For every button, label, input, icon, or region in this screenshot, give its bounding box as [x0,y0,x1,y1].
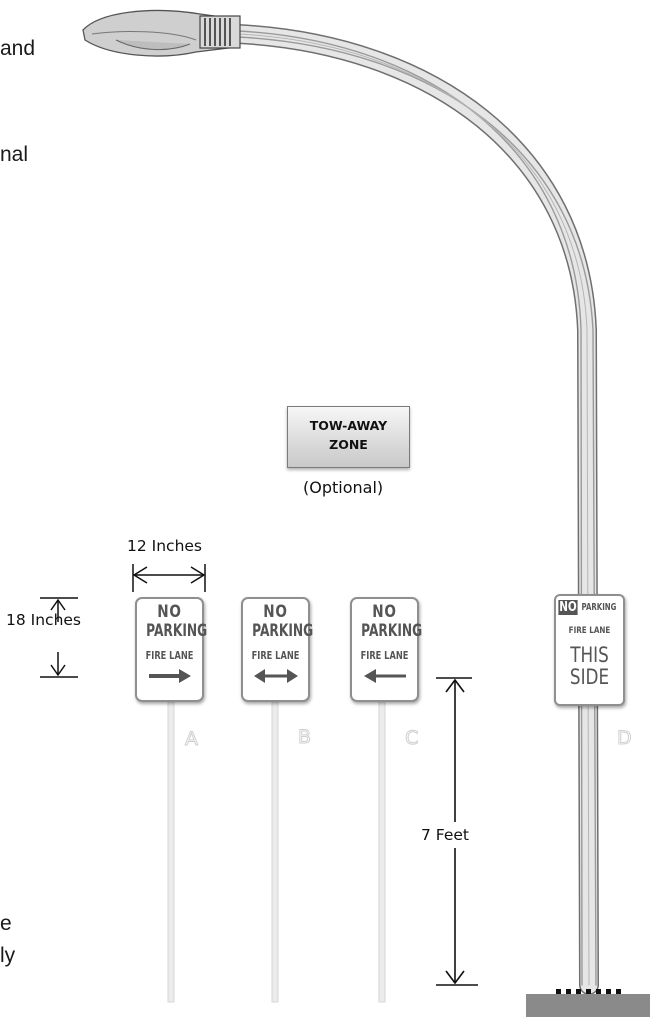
side-text-fragment: ly [0,944,16,967]
height-label: 18 Inches [6,611,82,629]
sign-d: NO PARKING FIRE LANE THIS SIDE [554,594,625,706]
sign-text-parking: PARKING [361,621,423,641]
sign-text-fire-lane: FIRE LANE [251,649,300,662]
tow-away-line1: TOW-AWAY [309,418,388,433]
sign-text-parking: PARKING [252,621,314,641]
sign-text-no: NO [157,602,182,622]
pole-base [526,994,650,1017]
left-arrow-icon [363,669,406,683]
lamp-head-icon [82,9,241,57]
sign-d-header: NO PARKING [556,600,623,615]
sign-letter-b: B [297,726,312,749]
anchor-bolts [556,989,621,994]
sign-text-no: NO [263,602,288,622]
sign-d-parking: PARKING [581,602,616,613]
sign-text-fire-lane: FIRE LANE [145,649,194,662]
sign-d-fire-lane: FIRE LANE [568,626,611,636]
sign-b: NO PARKING FIRE LANE [241,597,314,702]
height-dimension-line [40,597,78,678]
sign-c: NO PARKING FIRE LANE [350,597,423,702]
width-dimension-line [132,564,206,592]
sign-d-side: SIDE [569,665,610,689]
sign-letter-a: A [185,728,199,751]
street-light-pole [228,24,599,995]
pole-height-dimension-line [436,677,478,986]
width-label: 12 Inches [127,537,203,555]
sign-text-no: NO [372,602,397,622]
double-arrow-icon [253,669,298,683]
sign-posts [167,701,386,1003]
pole-height-label: 7 Feet [421,826,470,844]
side-text-fragment: and [0,37,36,60]
sign-a: NO PARKING FIRE LANE [135,597,208,702]
tow-away-line2: ZONE [329,437,368,452]
sign-d-no: NO [557,600,578,615]
side-text-fragment: nal [0,143,29,166]
tow-away-sign: TOW-AWAY ZONE [287,406,410,468]
sign-d-this: THIS [570,643,609,667]
sign-letter-c: C [404,727,419,750]
sign-text-fire-lane: FIRE LANE [360,649,409,662]
sign-text-parking: PARKING [146,621,208,641]
sign-letter-d: D [617,727,633,750]
side-text-fragment: e [0,912,12,935]
optional-note: (Optional) [303,478,384,497]
right-arrow-icon [148,669,191,683]
